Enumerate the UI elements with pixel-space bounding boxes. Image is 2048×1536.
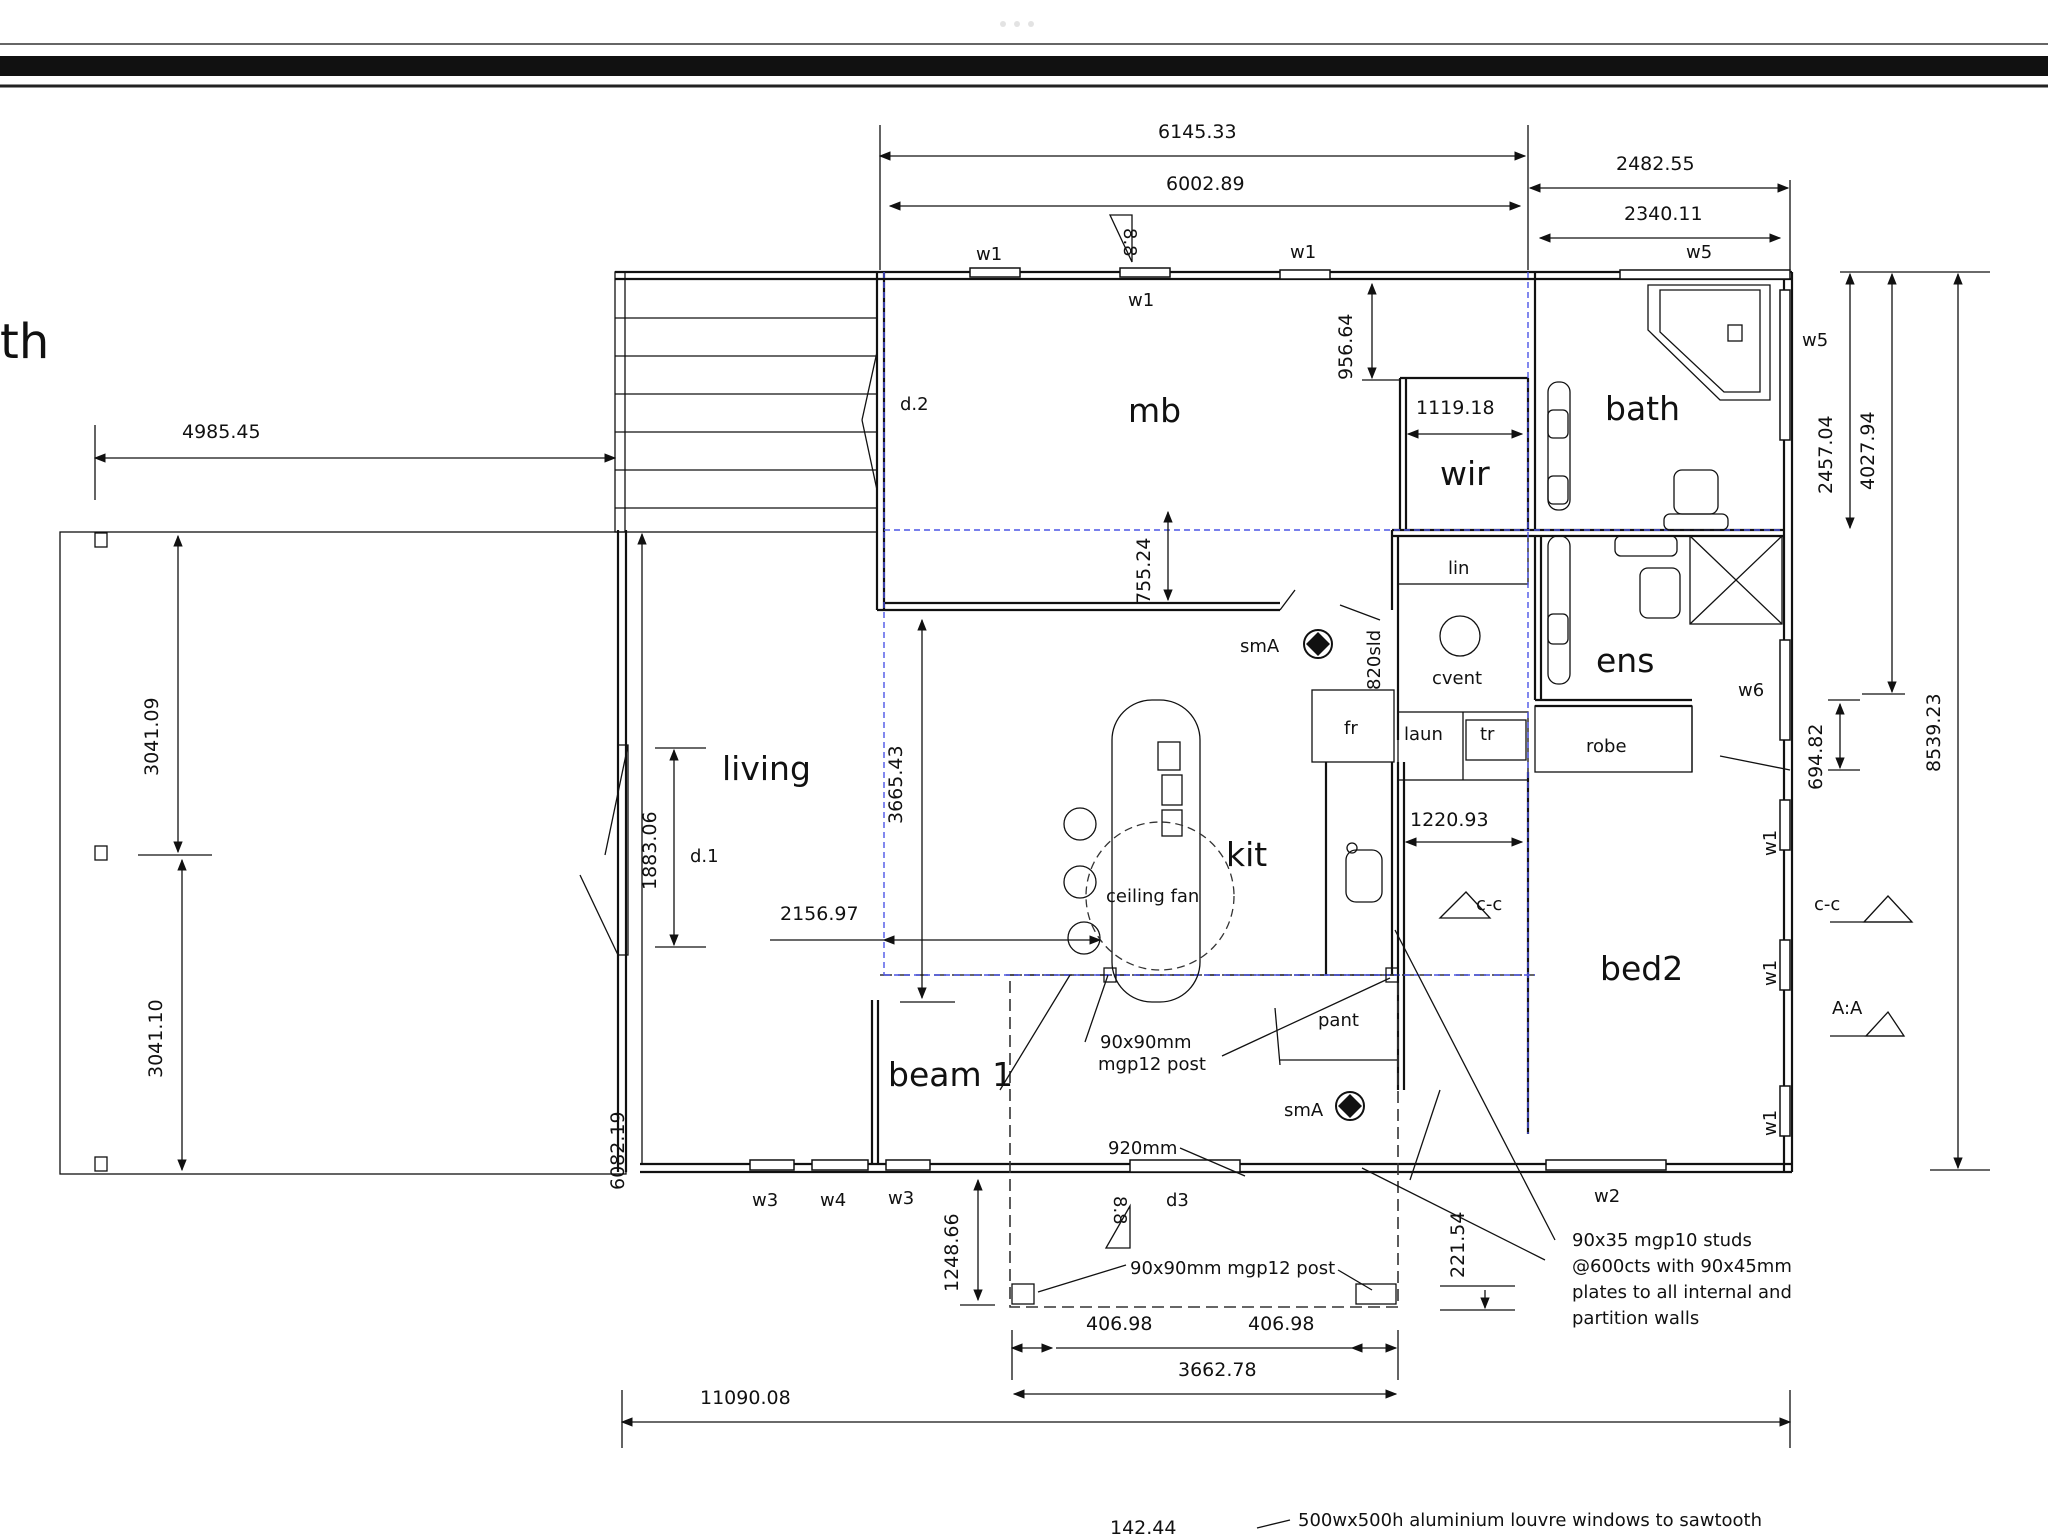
dim-kit-w: 1220.93: [1410, 809, 1489, 831]
room-robe: robe: [1586, 736, 1627, 757]
studs-note-line2: @600cts with 90x45mm: [1572, 1256, 1792, 1277]
walls: [59, 267, 1794, 1308]
dim-top4: 2340.11: [1624, 203, 1703, 225]
door-d3: d3: [1166, 1190, 1189, 1211]
room-ens: ens: [1596, 641, 1654, 680]
door-d1: d.1: [690, 846, 719, 867]
section-markers: [1104, 214, 1914, 1249]
smoke-alarm-label-b: smA: [1284, 1100, 1324, 1121]
window-w5-top: w5: [1686, 242, 1712, 263]
ceiling-fan-label: ceiling fan: [1106, 886, 1199, 907]
louvre-note: 500wx500h aluminium louvre windows to sa…: [1298, 1510, 1762, 1531]
room-kit: kit: [1226, 835, 1267, 874]
dim-door-h: 1883.06: [639, 811, 661, 890]
window-w4: w4: [820, 1190, 846, 1211]
window-w3-b: w3: [888, 1188, 914, 1209]
dim-hall: 755.24: [1133, 538, 1155, 604]
marker-88-top: 8.8: [1119, 228, 1140, 257]
dim-bath-h2: 4027.94: [1857, 411, 1879, 490]
post-note-line2: mgp12 post: [1098, 1054, 1206, 1075]
window-w1-f: w1: [1760, 1110, 1781, 1136]
dim-left-deck: 4985.45: [182, 421, 261, 443]
dim-side-total: 6082.19: [607, 1111, 629, 1190]
window-w1-d: w1: [1760, 830, 1781, 856]
dim-beam-x: 2156.97: [780, 903, 859, 925]
door-d2: d.2: [900, 394, 929, 415]
left-partial-text: th: [0, 314, 49, 370]
window-w5-side: w5: [1802, 330, 1828, 351]
title-bar-rules: [0, 43, 2048, 88]
window-w1-e: w1: [1760, 960, 1781, 986]
dim-wir-w: 1119.18: [1416, 397, 1495, 419]
section-cc-a: c-c: [1476, 894, 1502, 915]
room-bed2: bed2: [1600, 949, 1683, 988]
window-w6: w6: [1738, 680, 1764, 701]
dim-d3-w: 920mm: [1108, 1138, 1177, 1159]
dim-small-bottom: 142.44: [1110, 1517, 1176, 1536]
dim-porch-h: 1248.66: [941, 1213, 963, 1292]
dim-living-h: 3665.43: [885, 745, 907, 824]
post-note-line1: 90x90mm: [1100, 1032, 1192, 1053]
dim-step-h: 221.54: [1447, 1212, 1469, 1278]
marker-88-bottom: 8.8: [1109, 1196, 1130, 1225]
dim-post-off2: 406.98: [1248, 1313, 1314, 1335]
dim-bath-h1: 2457.04: [1815, 415, 1837, 494]
dim-post-off1: 406.98: [1086, 1313, 1152, 1335]
dim-deck-h2: 3041.10: [145, 999, 167, 1078]
dim-deck-h1: 3041.09: [141, 697, 163, 776]
room-lin: lin: [1448, 558, 1469, 579]
smoke-alarm-label-a: smA: [1240, 636, 1280, 657]
window-w2: w2: [1594, 1186, 1620, 1207]
window-w1-b: w1: [1128, 290, 1154, 311]
dim-top1: 6145.33: [1158, 121, 1237, 143]
dim-mb-depth: 956.64: [1335, 314, 1357, 380]
door-820sld: 820sld: [1364, 630, 1385, 690]
room-cvent: cvent: [1432, 668, 1482, 689]
studs-note-line4: partition walls: [1572, 1308, 1699, 1329]
leader-lines: [999, 929, 1556, 1293]
section-cc-b: c-c: [1814, 894, 1840, 915]
dim-robe-h: 694.82: [1805, 724, 1827, 790]
dimension-lines: [93, 125, 1990, 1529]
window-w1-a: w1: [976, 244, 1002, 265]
dim-overall-w: 11090.08: [700, 1387, 791, 1409]
studs-note-line1: 90x35 mgp10 studs: [1572, 1230, 1752, 1251]
window-w1-c: w1: [1290, 242, 1316, 263]
room-mb: mb: [1128, 391, 1181, 430]
dim-top2: 6002.89: [1166, 173, 1245, 195]
dim-overall-h: 8539.23: [1923, 693, 1945, 772]
window-header: [0, 0, 2048, 95]
plan-labels: th mb bath wir lin ens cvent fr laun tr …: [0, 121, 1945, 1536]
room-fr: fr: [1344, 718, 1358, 739]
dim-top3: 2482.55: [1616, 153, 1695, 175]
room-wir: wir: [1440, 454, 1490, 493]
section-aa: A:A: [1832, 998, 1863, 1019]
room-living: living: [722, 749, 811, 788]
beam-1-label: beam 1: [888, 1055, 1013, 1094]
room-bath: bath: [1605, 389, 1680, 428]
room-pant: pant: [1318, 1010, 1359, 1031]
window-w3-a: w3: [752, 1190, 778, 1211]
window-grip[interactable]: [1000, 14, 1048, 27]
studs-note-line3: plates to all internal and: [1572, 1282, 1792, 1303]
dim-porch-w: 3662.78: [1178, 1359, 1257, 1381]
porch-post-note: 90x90mm mgp12 post: [1130, 1258, 1335, 1279]
room-laun: laun: [1404, 724, 1443, 745]
room-tr: tr: [1480, 724, 1495, 745]
